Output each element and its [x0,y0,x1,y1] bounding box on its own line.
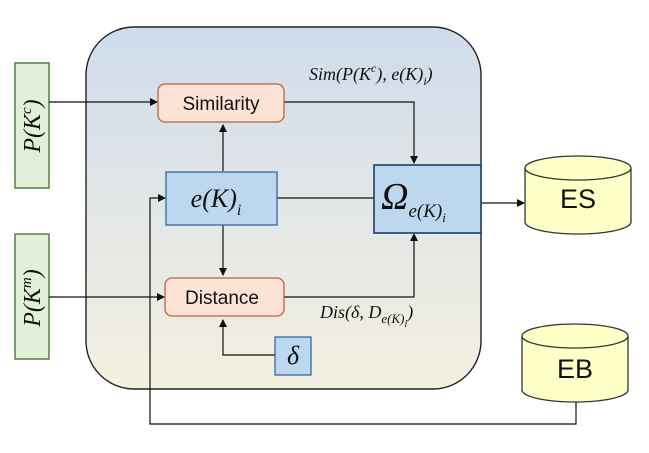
input-box-pkc [14,62,50,189]
eb-label: EB [557,354,593,384]
arrow-similarity-to-omega [284,101,418,164]
similarity-label: Similarity [182,94,260,115]
arrow-delta-to-distance [219,319,275,356]
arrow-distance-to-omega [284,233,418,298]
delta-label: δ [287,341,300,370]
eb-cylinder-top [521,323,629,349]
es-label: ES [560,184,596,214]
es-store: ES [524,155,632,235]
eb-cylinder-body [521,336,629,403]
delta-box [274,336,312,376]
eb-store: EB [521,323,629,403]
omega-box [373,164,482,234]
es-cylinder-body [524,168,632,235]
ek-label: e(K)i [191,184,242,219]
distance-box [164,277,285,317]
arrow-eb-feedback-to-ek [149,194,577,425]
es-cylinder-top [524,155,632,181]
dis-annotation: Dis(δ, De(K)i) [319,302,413,330]
input-box-pkm [14,233,50,360]
input-label-pkc: P(Kc) [19,99,46,153]
connectors [49,98,577,425]
sim-annotation: Sim(P(Kc), e(K)i) [309,61,433,88]
similarity-box [157,83,285,123]
omega-label: Ωe(K)i [381,176,446,225]
input-label-pkm: P(Km) [19,269,46,328]
distance-label: Distance [185,288,259,309]
ek-box [165,171,278,226]
